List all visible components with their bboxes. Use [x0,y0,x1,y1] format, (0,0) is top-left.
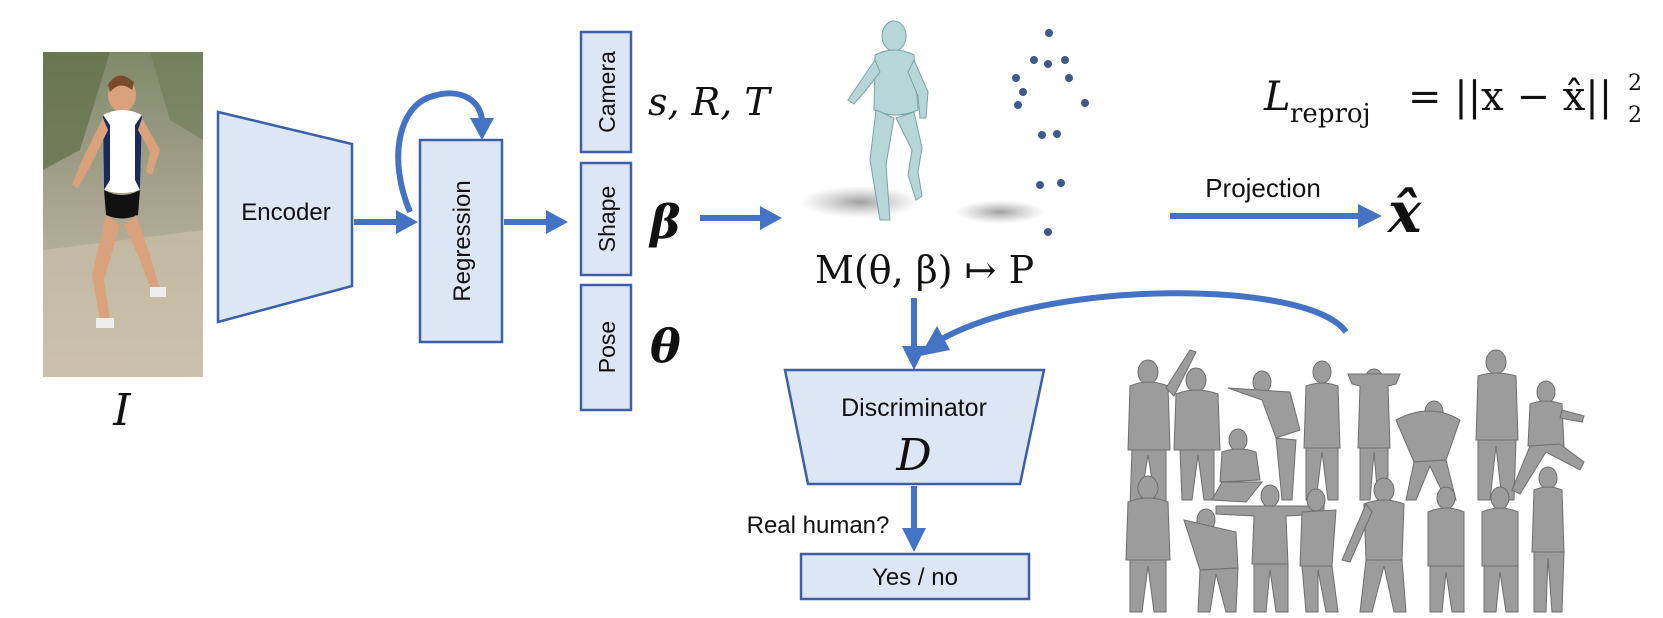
mocap-mesh [1299,488,1339,613]
mocap-mesh [1125,475,1171,613]
model-to-discriminator-arrow [902,298,926,370]
discriminator-symbol: D [895,430,931,481]
real-human-question: Real human? [747,512,890,539]
mocap-mesh [1395,400,1461,501]
mocap-mesh [1215,484,1325,613]
mocap-mesh [1173,367,1221,501]
projection-arrow [1170,204,1382,228]
regression-loop-arrow [395,90,494,214]
loss-symbol: L [1263,74,1291,120]
projected-keypoints-symbol: x̂ [1387,180,1422,246]
mocap-mesh [1475,349,1519,501]
regression-to-params-arrow [504,210,568,234]
mocap-mesh [1183,508,1239,613]
mocap-mesh [1427,486,1465,613]
answer-label: Yes / no [872,564,958,591]
predicted-3d-mesh [800,20,1045,224]
mocap-to-discriminator-arrow [920,290,1349,356]
projection-label: Projection [1205,173,1321,203]
encoder-block: Encoder [216,110,354,324]
encoder-to-regression-arrow [354,210,418,234]
answer-box: Yes / no [799,552,1031,601]
input-photo [43,52,203,377]
shape-symbol: β [648,195,681,249]
projected-keypoints [1012,29,1089,236]
reprojection-loss: L reproj = ||x − x̂|| 2 2 [1263,71,1642,129]
shape-param-box: Shape [579,161,633,277]
discriminator-label: Discriminator [841,394,987,422]
discriminator-to-answer-arrow [902,486,926,552]
input-image-symbol: I [112,385,132,436]
mocap-mesh [1511,380,1585,495]
loss-expression: = ||x − x̂|| [1408,74,1612,120]
regression-label: Regression [449,180,476,301]
encoder-label: Encoder [241,199,330,226]
mocap-mesh [1341,477,1407,613]
loss-subscript: reproj [1290,99,1371,129]
pose-symbol: θ [650,319,681,373]
camera-param-box: Camera [579,30,633,154]
mocap-mesh [1303,360,1341,501]
loss-norm-superscript: 2 [1628,71,1642,96]
pose-param-box: Pose [579,283,633,412]
pose-label: Pose [594,321,620,373]
mocap-mesh [1531,466,1565,613]
regression-block: Regression [418,138,504,344]
params-to-model-arrow [700,206,782,230]
loss-norm-subscript: 2 [1628,103,1642,128]
mocap-mesh [1481,486,1519,613]
shape-label: Shape [594,186,620,253]
mocap-mesh [1227,370,1301,501]
model-formula: M(θ, β) ↦ P [815,248,1034,292]
mocap-mesh [1211,428,1264,503]
camera-label: Camera [594,51,620,133]
discriminator-block: Discriminator D [783,368,1046,486]
mocap-mesh-collection [1125,349,1585,613]
camera-symbol: s, R, T [648,80,772,124]
mocap-mesh [1347,368,1401,501]
